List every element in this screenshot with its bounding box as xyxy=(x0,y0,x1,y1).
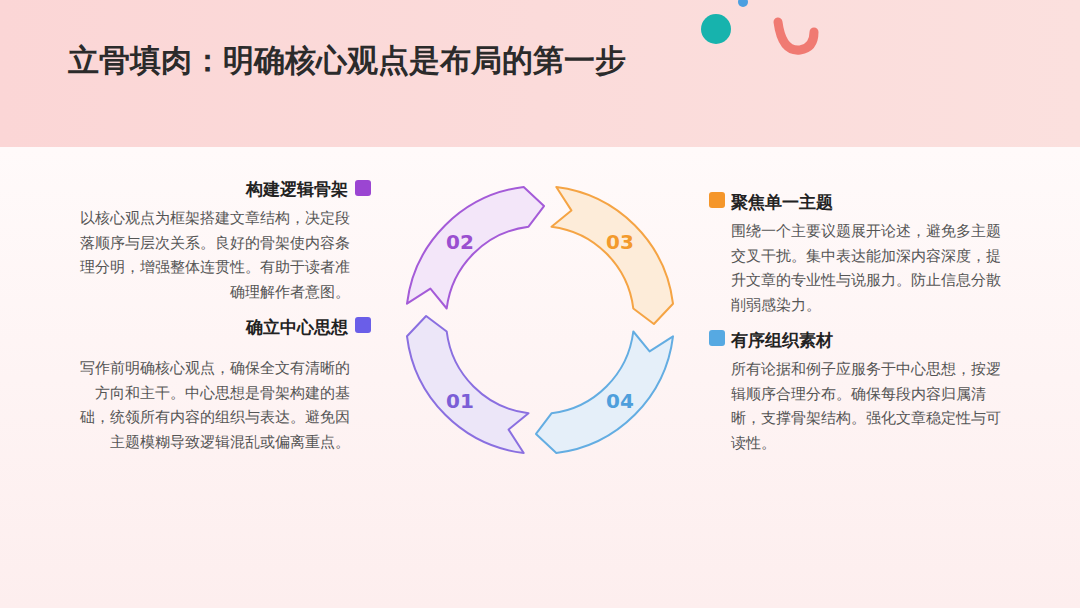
segment-outline xyxy=(407,187,544,309)
slide-title: 立骨填肉：明确核心观点是布局的第一步 xyxy=(68,40,626,82)
point-body: 写作前明确核心观点，确保全文有清晰的方向和主干。中心思想是骨架构建的基础，统领所… xyxy=(80,356,350,454)
point-heading: 确立中心思想 xyxy=(80,316,348,338)
segment-outline xyxy=(407,316,529,453)
marker-square xyxy=(355,317,371,333)
segment-outline xyxy=(536,332,673,454)
ring-segment: 03 xyxy=(540,170,690,320)
point-body: 以核心观点为框架搭建文章结构，决定段落顺序与层次关系。良好的骨架使内容条理分明，… xyxy=(80,206,350,304)
marker-square xyxy=(709,192,725,208)
step-number: 03 xyxy=(606,230,634,254)
ring-segment: 01 xyxy=(390,320,540,470)
step-number: 04 xyxy=(606,389,634,413)
point-heading: 聚焦单一主题 xyxy=(731,191,1001,213)
deco-dot xyxy=(738,0,748,7)
ring-segment: 04 xyxy=(540,320,690,470)
ring-segment: 02 xyxy=(390,170,540,320)
point-body: 所有论据和例子应服务于中心思想，按逻辑顺序合理分布。确保每段内容归属清晰，支撑骨… xyxy=(731,357,1003,455)
deco-curve xyxy=(778,22,814,50)
point-body: 围绕一个主要议题展开论述，避免多主题交叉干扰。集中表达能加深内容深度，提升文章的… xyxy=(731,219,1003,317)
step-number: 01 xyxy=(446,389,474,413)
segment-outline xyxy=(552,187,674,324)
point-heading: 构建逻辑骨架 xyxy=(80,178,348,200)
marker-square xyxy=(709,330,725,346)
step-number: 02 xyxy=(446,230,474,254)
point-heading: 有序组织素材 xyxy=(731,329,1001,351)
deco-dot xyxy=(701,14,731,44)
marker-square xyxy=(355,180,371,196)
